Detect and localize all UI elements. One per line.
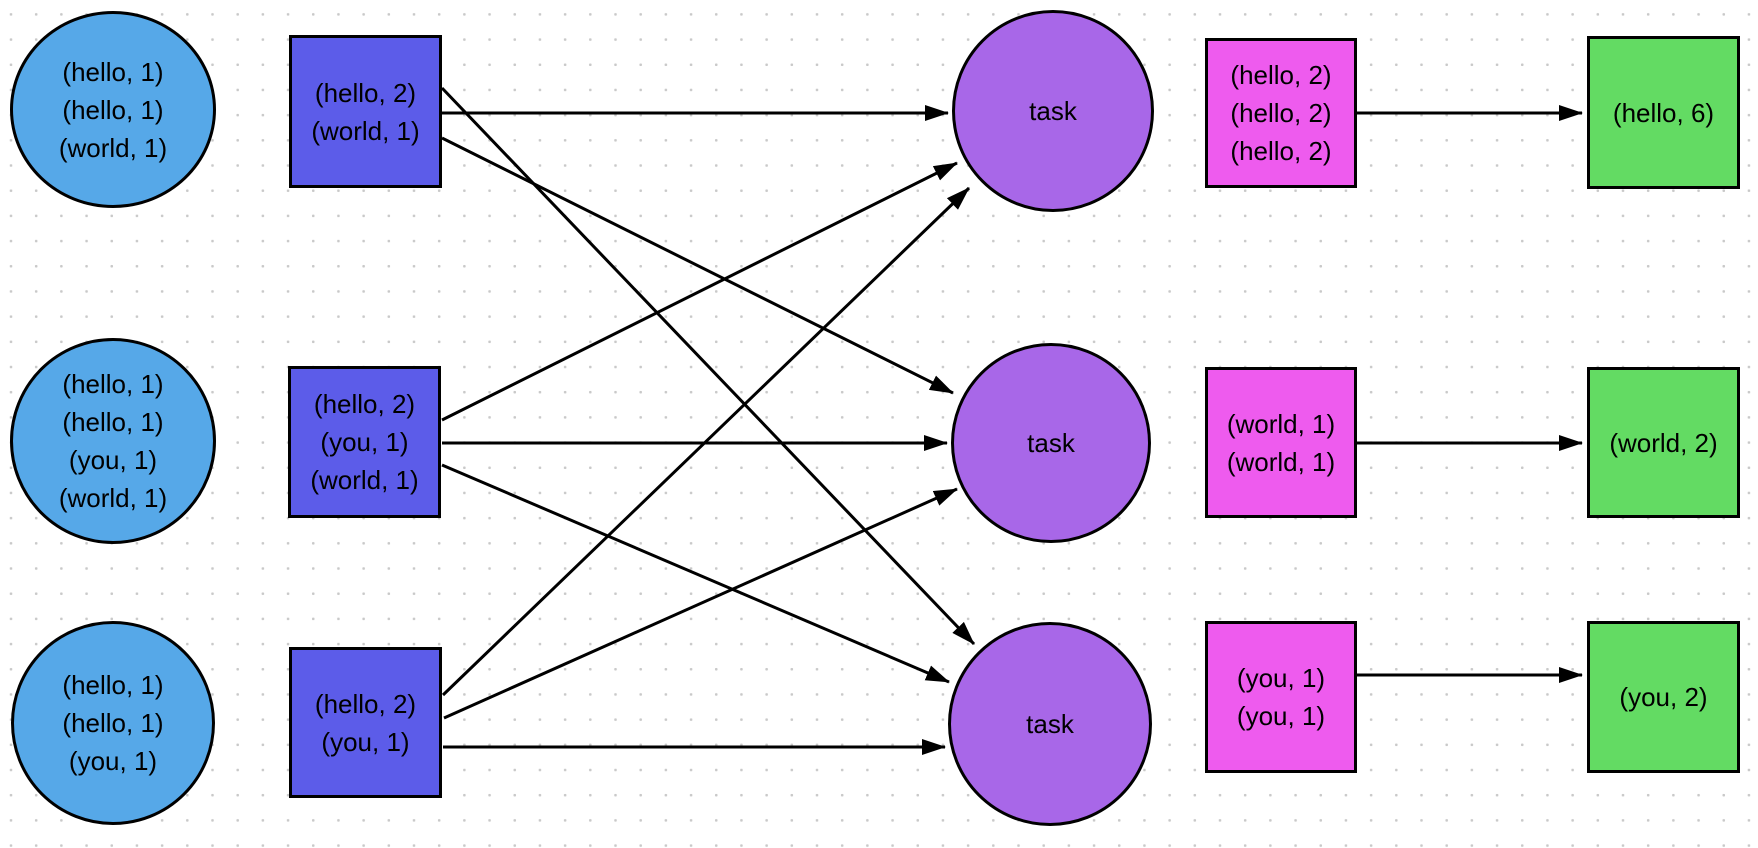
pair-text: (hello, 1) [62,670,164,700]
pair-text: (hello, 1) [62,369,164,399]
pair-text: (hello, 2) [1230,60,1332,90]
task-label: task [1026,709,1074,739]
edge-map-box-3-to-task-circle-2 [443,487,958,720]
edge-map-box-2-to-task-circle-3 [441,463,950,684]
reduce-box-2: (world, 2) [1587,367,1740,518]
reduce-box-1: (hello, 6) [1587,36,1740,189]
reduce-box-3: (you, 2) [1587,621,1740,773]
pair-text: (you, 1) [1236,663,1326,693]
pair-text: (hello, 2) [1230,98,1332,128]
map-box-1: (hello, 2) (world, 1) [289,35,442,188]
task-circle-2: task [951,343,1151,543]
pair-text: (you, 1) [68,445,158,475]
map-box-3: (hello, 2) (you, 1) [289,647,442,798]
input-circle-1: (hello, 1) (hello, 1) (world, 1) [10,11,216,208]
pair-text: (hello, 6) [1612,97,1715,128]
pair-text: (you, 1) [1236,701,1326,731]
shuffle-box-3: (you, 1) (you, 1) [1205,621,1357,773]
pair-text: (you, 1) [68,746,158,776]
pair-text: (world, 2) [1609,427,1718,458]
task-label: task [1027,428,1075,458]
edge-map-box-3-to-task-circle-1 [441,186,971,697]
pair-text: (world, 1) [1226,408,1336,439]
pair-text: (hello, 2) [313,389,416,419]
pair-text: (world, 1) [310,465,419,495]
edge-map-box-1-to-task-circle-3 [440,86,976,646]
pair-text: (hello, 2) [314,688,417,719]
pair-text: (hello, 2) [314,77,417,108]
pair-text: (hello, 1) [62,94,164,125]
map-box-2: (hello, 2) (you, 1) (world, 1) [288,366,441,518]
pair-text: (hello, 1) [62,708,164,738]
pair-text: (you, 1) [321,726,410,757]
pair-text: (world, 1) [58,132,168,163]
pair-text: (world, 1) [1226,446,1336,477]
task-label: task [1029,96,1077,126]
task-circle-1: task [952,10,1154,212]
pair-text: (you, 1) [320,427,409,457]
pair-text: (hello, 2) [1230,136,1332,166]
input-circle-2: (hello, 1) (hello, 1) (you, 1) (world, 1… [10,338,216,544]
pair-text: (hello, 1) [62,56,164,87]
shuffle-box-1: (hello, 2) (hello, 2) (hello, 2) [1205,38,1357,188]
input-circle-3: (hello, 1) (hello, 1) (you, 1) [11,621,215,825]
shuffle-box-2: (world, 1) (world, 1) [1205,367,1357,518]
task-circle-3: task [948,622,1152,826]
pair-text: (world, 1) [58,483,168,513]
pair-text: (hello, 1) [62,407,164,437]
pair-text: (you, 2) [1619,682,1708,712]
pair-text: (world, 1) [311,115,420,146]
edge-map-box-1-to-task-circle-2 [441,136,954,395]
edge-map-box-2-to-task-circle-1 [441,161,958,422]
